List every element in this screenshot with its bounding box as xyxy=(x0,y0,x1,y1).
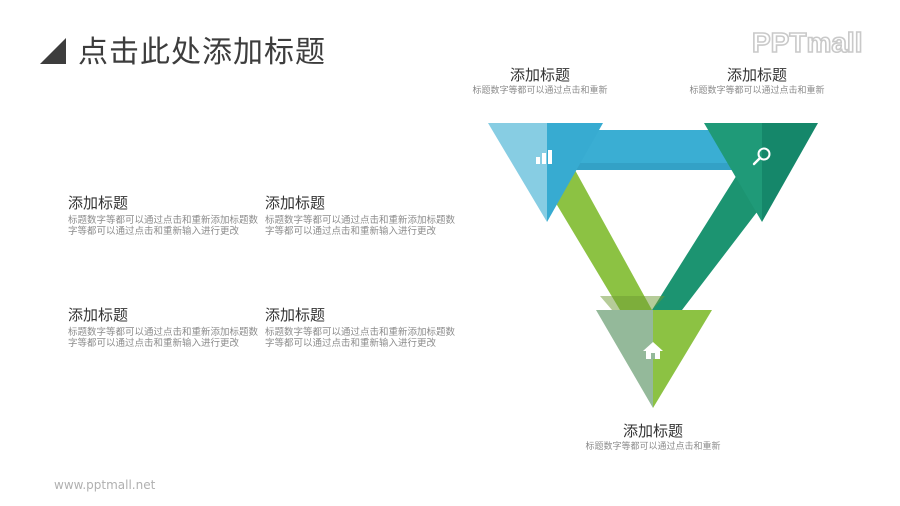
left-triangle-light xyxy=(488,123,547,222)
top-band-shadow xyxy=(575,163,755,170)
text-block-4[interactable]: 添加标题 标题数字等都可以通过点击和重新添加标题数字等都可以通过点击和重新输入进… xyxy=(265,305,455,349)
bottom-triangle-light xyxy=(596,310,653,408)
page-title[interactable]: 点击此处添加标题 xyxy=(78,35,326,70)
brand-logo: PPTmall xyxy=(752,26,863,59)
text-block-body: 标题数字等都可以通过点击和重新添加标题数字等都可以通过点击和重新输入进行更改 xyxy=(68,215,259,237)
right-triangle-dark xyxy=(762,123,818,222)
triangle-diagram xyxy=(488,123,818,408)
diagram-label-right[interactable]: 添加标题 标题数字等都可以通过点击和重新 xyxy=(667,66,847,97)
diagram-label-title: 添加标题 xyxy=(509,66,570,84)
text-block-title: 添加标题 xyxy=(68,194,129,212)
right-band xyxy=(652,170,770,310)
title-triangle-marker xyxy=(40,38,66,64)
bar-chart-icon[interactable] xyxy=(536,150,552,164)
top-band xyxy=(575,130,755,170)
footer-url[interactable]: www.pptmall.net xyxy=(54,478,156,492)
text-block-2[interactable]: 添加标题 标题数字等都可以通过点击和重新添加标题数字等都可以通过点击和重新输入进… xyxy=(265,193,455,237)
left-band xyxy=(548,170,652,310)
left-triangle-dark xyxy=(547,123,603,222)
text-block-3[interactable]: 添加标题 标题数字等都可以通过点击和重新添加标题数字等都可以通过点击和重新输入进… xyxy=(68,305,258,349)
home-icon[interactable] xyxy=(643,342,663,359)
text-block-body: 标题数字等都可以通过点击和重新添加标题数字等都可以通过点击和重新输入进行更改 xyxy=(265,215,456,237)
svg-text:PPTmall: PPTmall xyxy=(752,27,862,58)
text-block-title: 添加标题 xyxy=(68,306,129,324)
diagram-label-text: 标题数字等都可以通过点击和重新 xyxy=(689,86,825,96)
text-block-body: 标题数字等都可以通过点击和重新添加标题数字等都可以通过点击和重新输入进行更改 xyxy=(68,327,259,349)
text-block-title: 添加标题 xyxy=(265,306,326,324)
diagram-label-text: 标题数字等都可以通过点击和重新 xyxy=(585,442,721,452)
bottom-triangle-dark xyxy=(653,310,712,408)
text-block-body: 标题数字等都可以通过点击和重新添加标题数字等都可以通过点击和重新输入进行更改 xyxy=(265,327,456,349)
diagram-label-bottom[interactable]: 添加标题 标题数字等都可以通过点击和重新 xyxy=(563,422,743,453)
text-block-1[interactable]: 添加标题 标题数字等都可以通过点击和重新添加标题数字等都可以通过点击和重新输入进… xyxy=(68,193,258,237)
diagram-label-left[interactable]: 添加标题 标题数字等都可以通过点击和重新 xyxy=(450,66,630,97)
text-block-title: 添加标题 xyxy=(265,194,326,212)
diagram-label-title: 添加标题 xyxy=(622,422,683,440)
search-icon[interactable] xyxy=(752,147,771,166)
right-triangle-light xyxy=(704,123,762,222)
diagram-label-title: 添加标题 xyxy=(726,66,787,84)
diagram-label-text: 标题数字等都可以通过点击和重新 xyxy=(472,86,608,96)
left-band-shadow xyxy=(600,296,665,310)
